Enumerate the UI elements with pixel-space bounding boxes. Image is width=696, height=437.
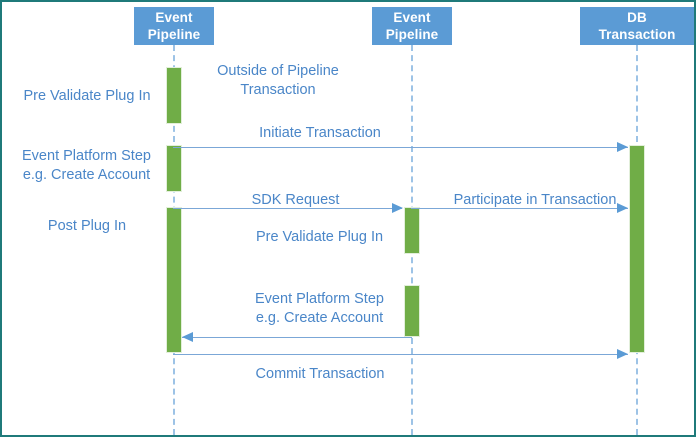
participant-header-event-pipeline-left[interactable]: Event Pipeline — [134, 7, 214, 45]
participant-label-line1: DB — [627, 10, 647, 25]
label-sdk-request: SDK Request — [251, 192, 340, 208]
label-pre-validate-plug-in: Pre Validate Plug In — [23, 88, 151, 104]
arrow-head-right-icon — [617, 348, 628, 359]
participant-label-line2: Transaction — [598, 27, 676, 42]
message-arrow-return-to-pipeline[interactable] — [182, 337, 412, 338]
label-commit-transaction: Commit Transaction — [255, 366, 385, 382]
activation-bar-middle-pre-validate — [404, 207, 420, 254]
participant-header-db-transaction[interactable]: DB Transaction — [580, 7, 694, 45]
message-arrow-initiate-transaction[interactable] — [173, 147, 628, 148]
activation-bar-db-transaction — [629, 145, 645, 353]
arrow-head-right-icon — [617, 202, 628, 213]
participant-label-line1: Event — [155, 10, 193, 25]
message-arrow-participate-in-transaction[interactable] — [411, 208, 628, 209]
label-pre-validate-plug-in-middle: Pre Validate Plug In — [255, 229, 384, 245]
label-initiate-transaction: Initiate Transaction — [259, 125, 381, 141]
activation-bar-left-post-plug-in — [166, 207, 182, 353]
message-arrow-commit-transaction[interactable] — [173, 354, 628, 355]
activation-bar-left-pre-validate — [166, 67, 182, 124]
arrow-head-right-icon — [617, 141, 628, 152]
label-event-platform-step-middle: Event Platform Step e.g. Create Account — [255, 291, 384, 326]
arrow-head-right-icon — [392, 202, 403, 213]
arrow-head-left-icon — [182, 331, 193, 342]
label-event-platform-step: Event Platform Step e.g. Create Account — [22, 148, 151, 183]
activation-bar-middle-event-platform-step — [404, 285, 420, 337]
activation-bar-left-event-platform-step — [166, 145, 182, 192]
label-post-plug-in: Post Plug In — [47, 218, 127, 234]
participant-header-event-pipeline-middle[interactable]: Event Pipeline — [372, 7, 452, 45]
label-participate-in-transaction: Participate in Transaction — [453, 192, 617, 208]
participant-label-line1: Event — [393, 10, 431, 25]
label-outside-of-pipeline-transaction: Outside of Pipeline Transaction — [217, 63, 339, 98]
participant-label-line2: Pipeline — [385, 27, 439, 42]
message-arrow-sdk-request[interactable] — [173, 208, 402, 209]
participant-label-line2: Pipeline — [147, 27, 201, 42]
